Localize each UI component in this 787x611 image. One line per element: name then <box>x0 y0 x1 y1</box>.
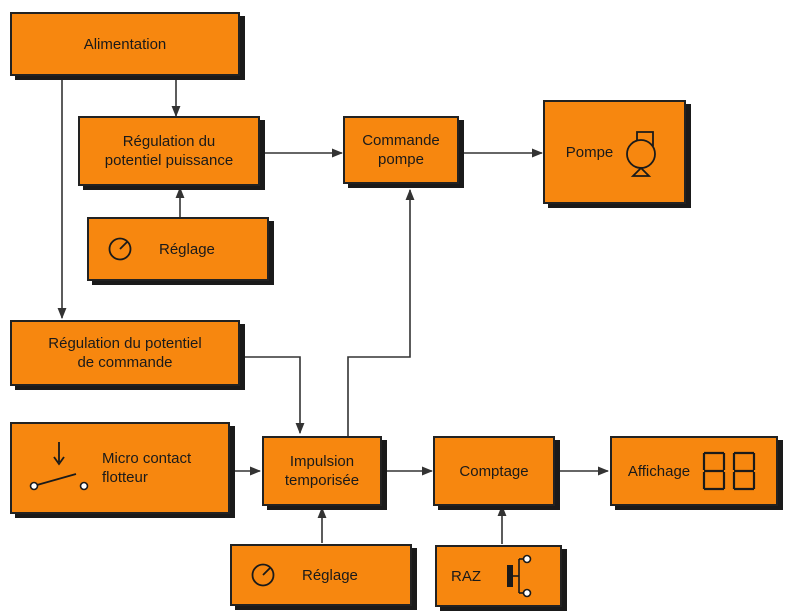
micro-contact-block: Micro contact flotteur <box>10 422 230 514</box>
switch-icon <box>29 442 89 491</box>
pushbutton-icon <box>507 554 532 598</box>
regulation-commande-label: Régulation du potentiel de commande <box>48 335 202 371</box>
reglage-top-label: Réglage <box>159 240 215 258</box>
commande-pompe-block: Commande pompe <box>343 116 459 184</box>
dial-icon <box>108 237 132 261</box>
pompe-block: Pompe <box>543 100 686 204</box>
affichage-block: Affichage <box>610 436 778 506</box>
comptage-label: Comptage <box>459 462 529 480</box>
affichage-label: Affichage <box>627 462 691 480</box>
seven-segment-display-icon <box>703 451 756 491</box>
micro-contact-label: Micro contact flotteur <box>102 450 192 486</box>
arrow-regcmd-to-impulsion <box>243 356 305 435</box>
pump-icon <box>626 131 657 177</box>
regulation-puissance-block: Régulation du potentiel puissance <box>78 116 260 186</box>
comptage-block: Comptage <box>433 436 555 506</box>
alimentation-label: Alimentation <box>83 35 167 53</box>
impulsion-label: Impulsion temporisée <box>284 453 360 489</box>
dial-icon <box>251 563 275 587</box>
raz-label: RAZ <box>451 567 481 585</box>
impulsion-block: Impulsion temporisée <box>262 436 382 506</box>
reglage-bottom-block: Réglage <box>230 544 412 606</box>
arrow-impulsion-to-cmd <box>347 188 415 436</box>
reglage-bottom-label: Réglage <box>302 566 358 584</box>
raz-block: RAZ <box>435 545 562 607</box>
reglage-top-block: Réglage <box>87 217 269 281</box>
pompe-label: Pompe <box>565 143 614 161</box>
alimentation-block: Alimentation <box>10 12 240 76</box>
regulation-puissance-label: Régulation du potentiel puissance <box>104 133 234 169</box>
regulation-commande-block: Régulation du potentiel de commande <box>10 320 240 386</box>
commande-pompe-label: Commande pompe <box>362 132 440 168</box>
